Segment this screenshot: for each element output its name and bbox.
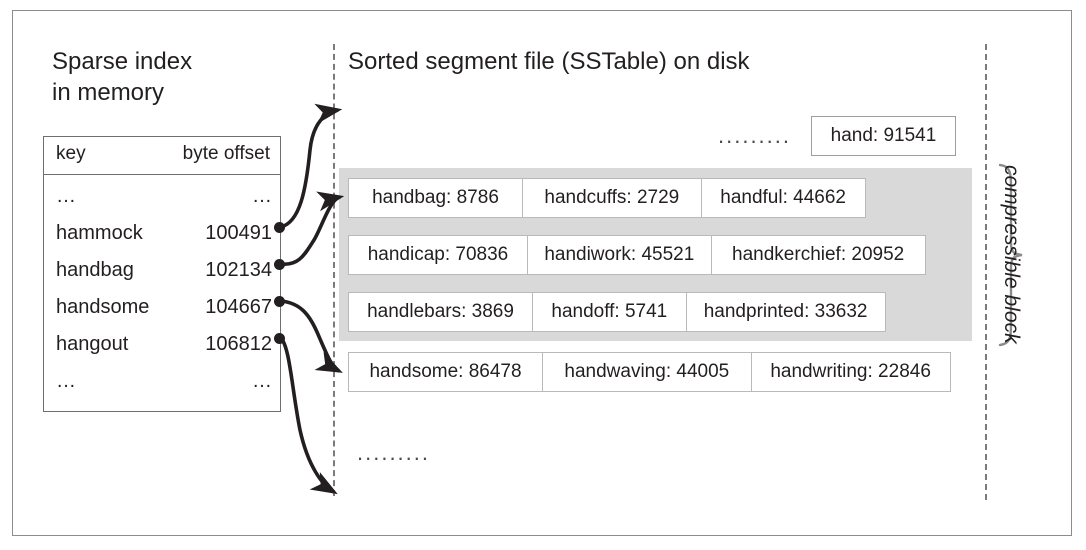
top-ellipsis: ......... bbox=[718, 123, 792, 148]
sstable-cell: handkerchief: 20952 bbox=[710, 235, 926, 275]
sstable-cell: handwriting: 22846 bbox=[750, 352, 951, 392]
table-row: … … bbox=[44, 367, 280, 404]
row-key: handsome bbox=[56, 296, 150, 318]
row-offset: 104667 bbox=[205, 296, 272, 318]
sstable-cell: handiwork: 45521 bbox=[526, 235, 712, 275]
curly-brace-icon bbox=[998, 163, 1023, 347]
sstable-cell: handcuffs: 2729 bbox=[521, 178, 702, 218]
sstable-cell: handful: 44662 bbox=[700, 178, 866, 218]
sstable-row: handsome: 86478 handwaving: 44005 handwr… bbox=[348, 352, 951, 392]
table-row: handbag 102134 bbox=[44, 256, 280, 293]
row-offset: 106812 bbox=[205, 333, 272, 355]
sstable-row: handicap: 70836 handiwork: 45521 handker… bbox=[348, 235, 926, 275]
sstable-cell: hand: 91541 bbox=[811, 116, 956, 156]
row-key: handbag bbox=[56, 259, 134, 281]
table-row: … … bbox=[44, 182, 280, 219]
table-row: handsome 104667 bbox=[44, 293, 280, 330]
divider-dashed-right bbox=[985, 44, 987, 500]
sstable-title: Sorted segment file (SSTable) on disk bbox=[348, 48, 750, 75]
column-header-key: key bbox=[56, 143, 86, 164]
row-offset: 100491 bbox=[205, 222, 272, 244]
compressible-block-label: compressible block bbox=[1000, 165, 1023, 344]
table-row: hangout 106812 bbox=[44, 330, 280, 367]
divider-dashed-left bbox=[333, 44, 335, 496]
sstable-row: handbag: 8786 handcuffs: 2729 handful: 4… bbox=[348, 178, 866, 218]
sparse-index-table: key byte offset … … hammock 100491 handb… bbox=[43, 136, 281, 412]
compressible-block-brace bbox=[996, 163, 1026, 347]
sstable-cell: handwaving: 44005 bbox=[541, 352, 752, 392]
row-key: … bbox=[56, 185, 76, 207]
sparse-index-title: Sparse index in memory bbox=[52, 48, 193, 106]
sparse-index-header-row: key byte offset bbox=[44, 137, 280, 175]
connector-dot-handbag bbox=[274, 259, 285, 270]
column-header-byte-offset: byte offset bbox=[182, 143, 270, 164]
connector-dot-hammock bbox=[274, 222, 285, 233]
sparse-index-body: … … hammock 100491 handbag 102134 handso… bbox=[44, 175, 280, 404]
row-key: hammock bbox=[56, 222, 143, 244]
sstable-cell: handsome: 86478 bbox=[348, 352, 543, 392]
sstable-cell: handlebars: 3869 bbox=[348, 292, 533, 332]
sstable-cell: handbag: 8786 bbox=[348, 178, 523, 218]
connector-dot-handsome bbox=[274, 296, 285, 307]
table-row: hammock 100491 bbox=[44, 219, 280, 256]
sstable-top-row: hand: 91541 bbox=[811, 116, 956, 156]
sstable-cell: handicap: 70836 bbox=[348, 235, 528, 275]
row-key: … bbox=[56, 370, 76, 392]
sstable-cell: handprinted: 33632 bbox=[685, 292, 886, 332]
row-offset: … bbox=[252, 370, 272, 392]
sstable-cell: handoff: 5741 bbox=[531, 292, 687, 332]
row-key: hangout bbox=[56, 333, 129, 355]
bottom-ellipsis: ......... bbox=[357, 440, 431, 465]
row-offset: … bbox=[252, 185, 272, 207]
sstable-row: handlebars: 3869 handoff: 5741 handprint… bbox=[348, 292, 886, 332]
row-offset: 102134 bbox=[205, 259, 272, 281]
connector-dot-hangout bbox=[274, 333, 285, 344]
